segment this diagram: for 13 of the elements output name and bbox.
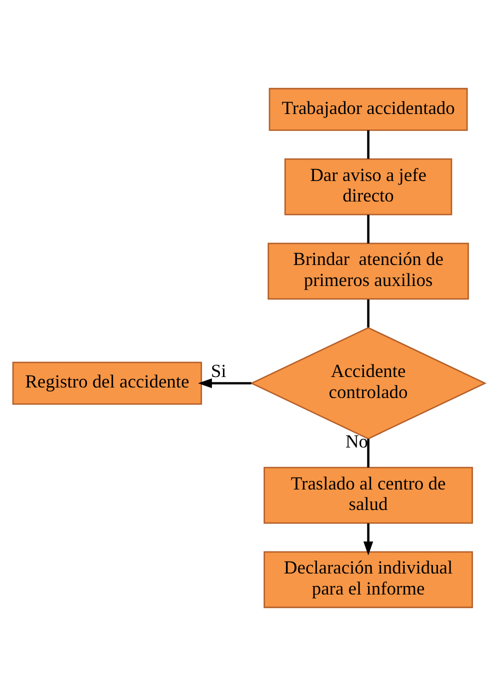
arrow: [198, 378, 252, 388]
node-box: Trabajador accidentado: [268, 88, 468, 131]
arrow: [363, 523, 374, 556]
connector: [367, 214, 370, 244]
node-box: Brindar atención de primeros auxilios: [268, 242, 469, 300]
node-box: Traslado al centro de salud: [264, 466, 473, 524]
node-box: Declaración individual para el informe: [264, 551, 473, 608]
edge-label: Si: [210, 361, 226, 382]
node-box: Dar aviso a jefe directo: [284, 158, 452, 216]
connector: [367, 438, 370, 468]
connector: [367, 130, 370, 159]
node-box: Registro del accidente: [12, 362, 202, 405]
connector: [367, 299, 370, 328]
